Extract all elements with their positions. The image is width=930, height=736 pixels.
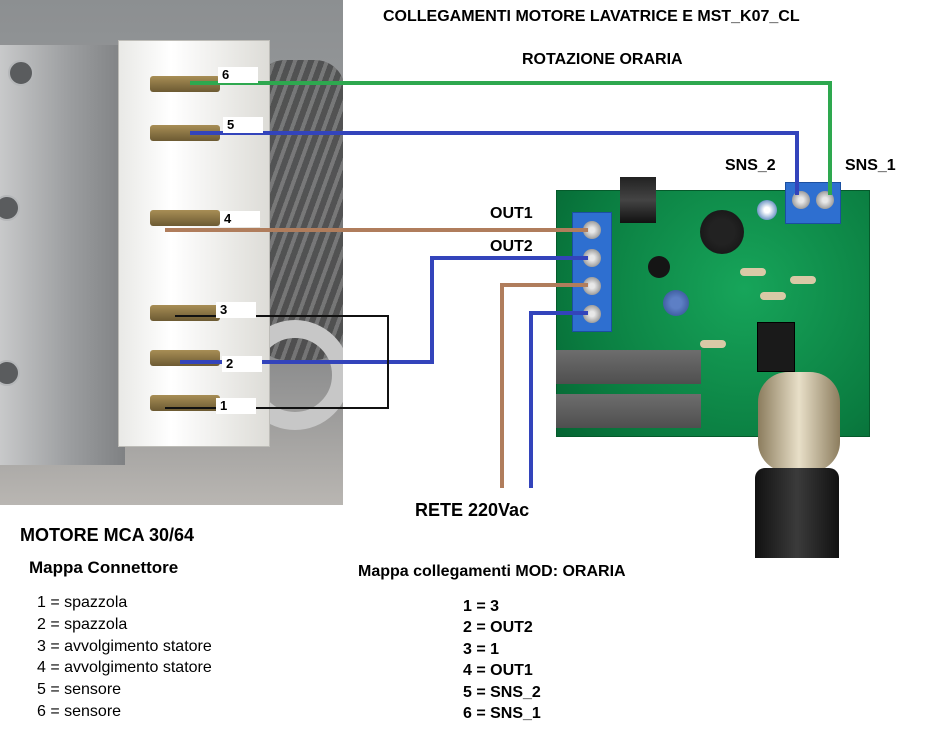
pin-label-6: 6 <box>218 67 258 83</box>
connector-map-item: 6 = sensore <box>37 702 122 720</box>
terminal-screw <box>816 191 834 209</box>
label-sns1: SNS_1 <box>845 157 896 174</box>
wire-pin6-sns1 <box>190 81 832 195</box>
diagram-title: COLLEGAMENTI MOTORE LAVATRICE E MST_K07_… <box>383 8 800 25</box>
relay-block <box>556 394 701 428</box>
wire-jumper-1-3 <box>165 315 389 409</box>
pin-label-4: 4 <box>220 211 260 227</box>
wire-pin5-sns2 <box>190 131 799 195</box>
label-out2: OUT2 <box>490 238 533 255</box>
terminal-screw <box>583 249 601 267</box>
connection-map-item: 4 = OUT1 <box>463 662 533 680</box>
potentiometer-knob <box>755 468 839 558</box>
relay-block <box>556 350 701 384</box>
connector-map-list: 1 = spazzola 2 = spazzola 3 = avvolgimen… <box>37 592 212 723</box>
wire-rete-brown <box>500 283 588 488</box>
terminal-screw <box>792 191 810 209</box>
label-out1: OUT1 <box>490 205 533 222</box>
connection-map-item: 6 = SNS_1 <box>463 705 541 723</box>
capacitor-small <box>757 200 777 220</box>
bracket-hole <box>0 195 20 221</box>
pin-label-5: 5 <box>223 117 263 133</box>
resistor <box>700 340 726 348</box>
connector-pin-5 <box>150 125 220 141</box>
pin-label-1: 1 <box>216 398 256 414</box>
diagram-subtitle: ROTAZIONE ORARIA <box>522 51 683 68</box>
connection-map-item: 1 = 3 <box>463 598 500 615</box>
connector-map-item: 5 = sensore <box>37 681 122 699</box>
wire-rete-blue <box>529 311 588 488</box>
connection-map-list: 1 = 3 2 = OUT2 3 = 1 4 = OUT1 5 = SNS_2 … <box>463 596 541 724</box>
connector-pin-6 <box>150 76 220 92</box>
capacitor-blue <box>663 290 689 316</box>
label-sns2: SNS_2 <box>725 157 776 174</box>
connector-pin-4 <box>150 210 220 226</box>
transistor-q1 <box>648 256 670 278</box>
terminal-screw <box>583 221 601 239</box>
label-rete-220vac: RETE 220Vac <box>415 500 530 520</box>
white-connector-housing <box>118 40 270 447</box>
pin-label-3: 3 <box>216 302 256 318</box>
connection-map-item: 3 = 1 <box>463 640 500 658</box>
metal-bracket <box>0 45 125 465</box>
capacitor-large <box>700 210 744 254</box>
connection-map-item: 2 = OUT2 <box>463 619 533 637</box>
regulator-heatsink <box>620 177 656 223</box>
bracket-hole <box>0 360 20 386</box>
terminal-screw <box>583 277 601 295</box>
resistor <box>760 292 786 300</box>
potentiometer <box>758 372 840 472</box>
resistor <box>740 268 766 276</box>
connection-map-item: 5 = SNS_2 <box>463 683 541 701</box>
resistor <box>790 276 816 284</box>
wire-pin2-out2 <box>180 256 588 364</box>
connector-map-item: 3 = avvolgimento statore <box>37 637 212 655</box>
motor-title: MOTORE MCA 30/64 <box>20 525 195 545</box>
connector-map-item: 1 = spazzola <box>37 594 128 611</box>
connection-map-heading: Mappa collegamenti MOD: ORARIA <box>358 563 626 580</box>
connector-map-item: 2 = spazzola <box>37 615 128 633</box>
connector-map-heading: Mappa Connettore <box>29 558 179 577</box>
bracket-hole <box>8 60 34 86</box>
terminal-screw <box>583 305 601 323</box>
ic-chip <box>757 322 795 372</box>
pin-label-2: 2 <box>222 356 262 372</box>
connector-map-item: 4 = avvolgimento statore <box>37 659 212 677</box>
